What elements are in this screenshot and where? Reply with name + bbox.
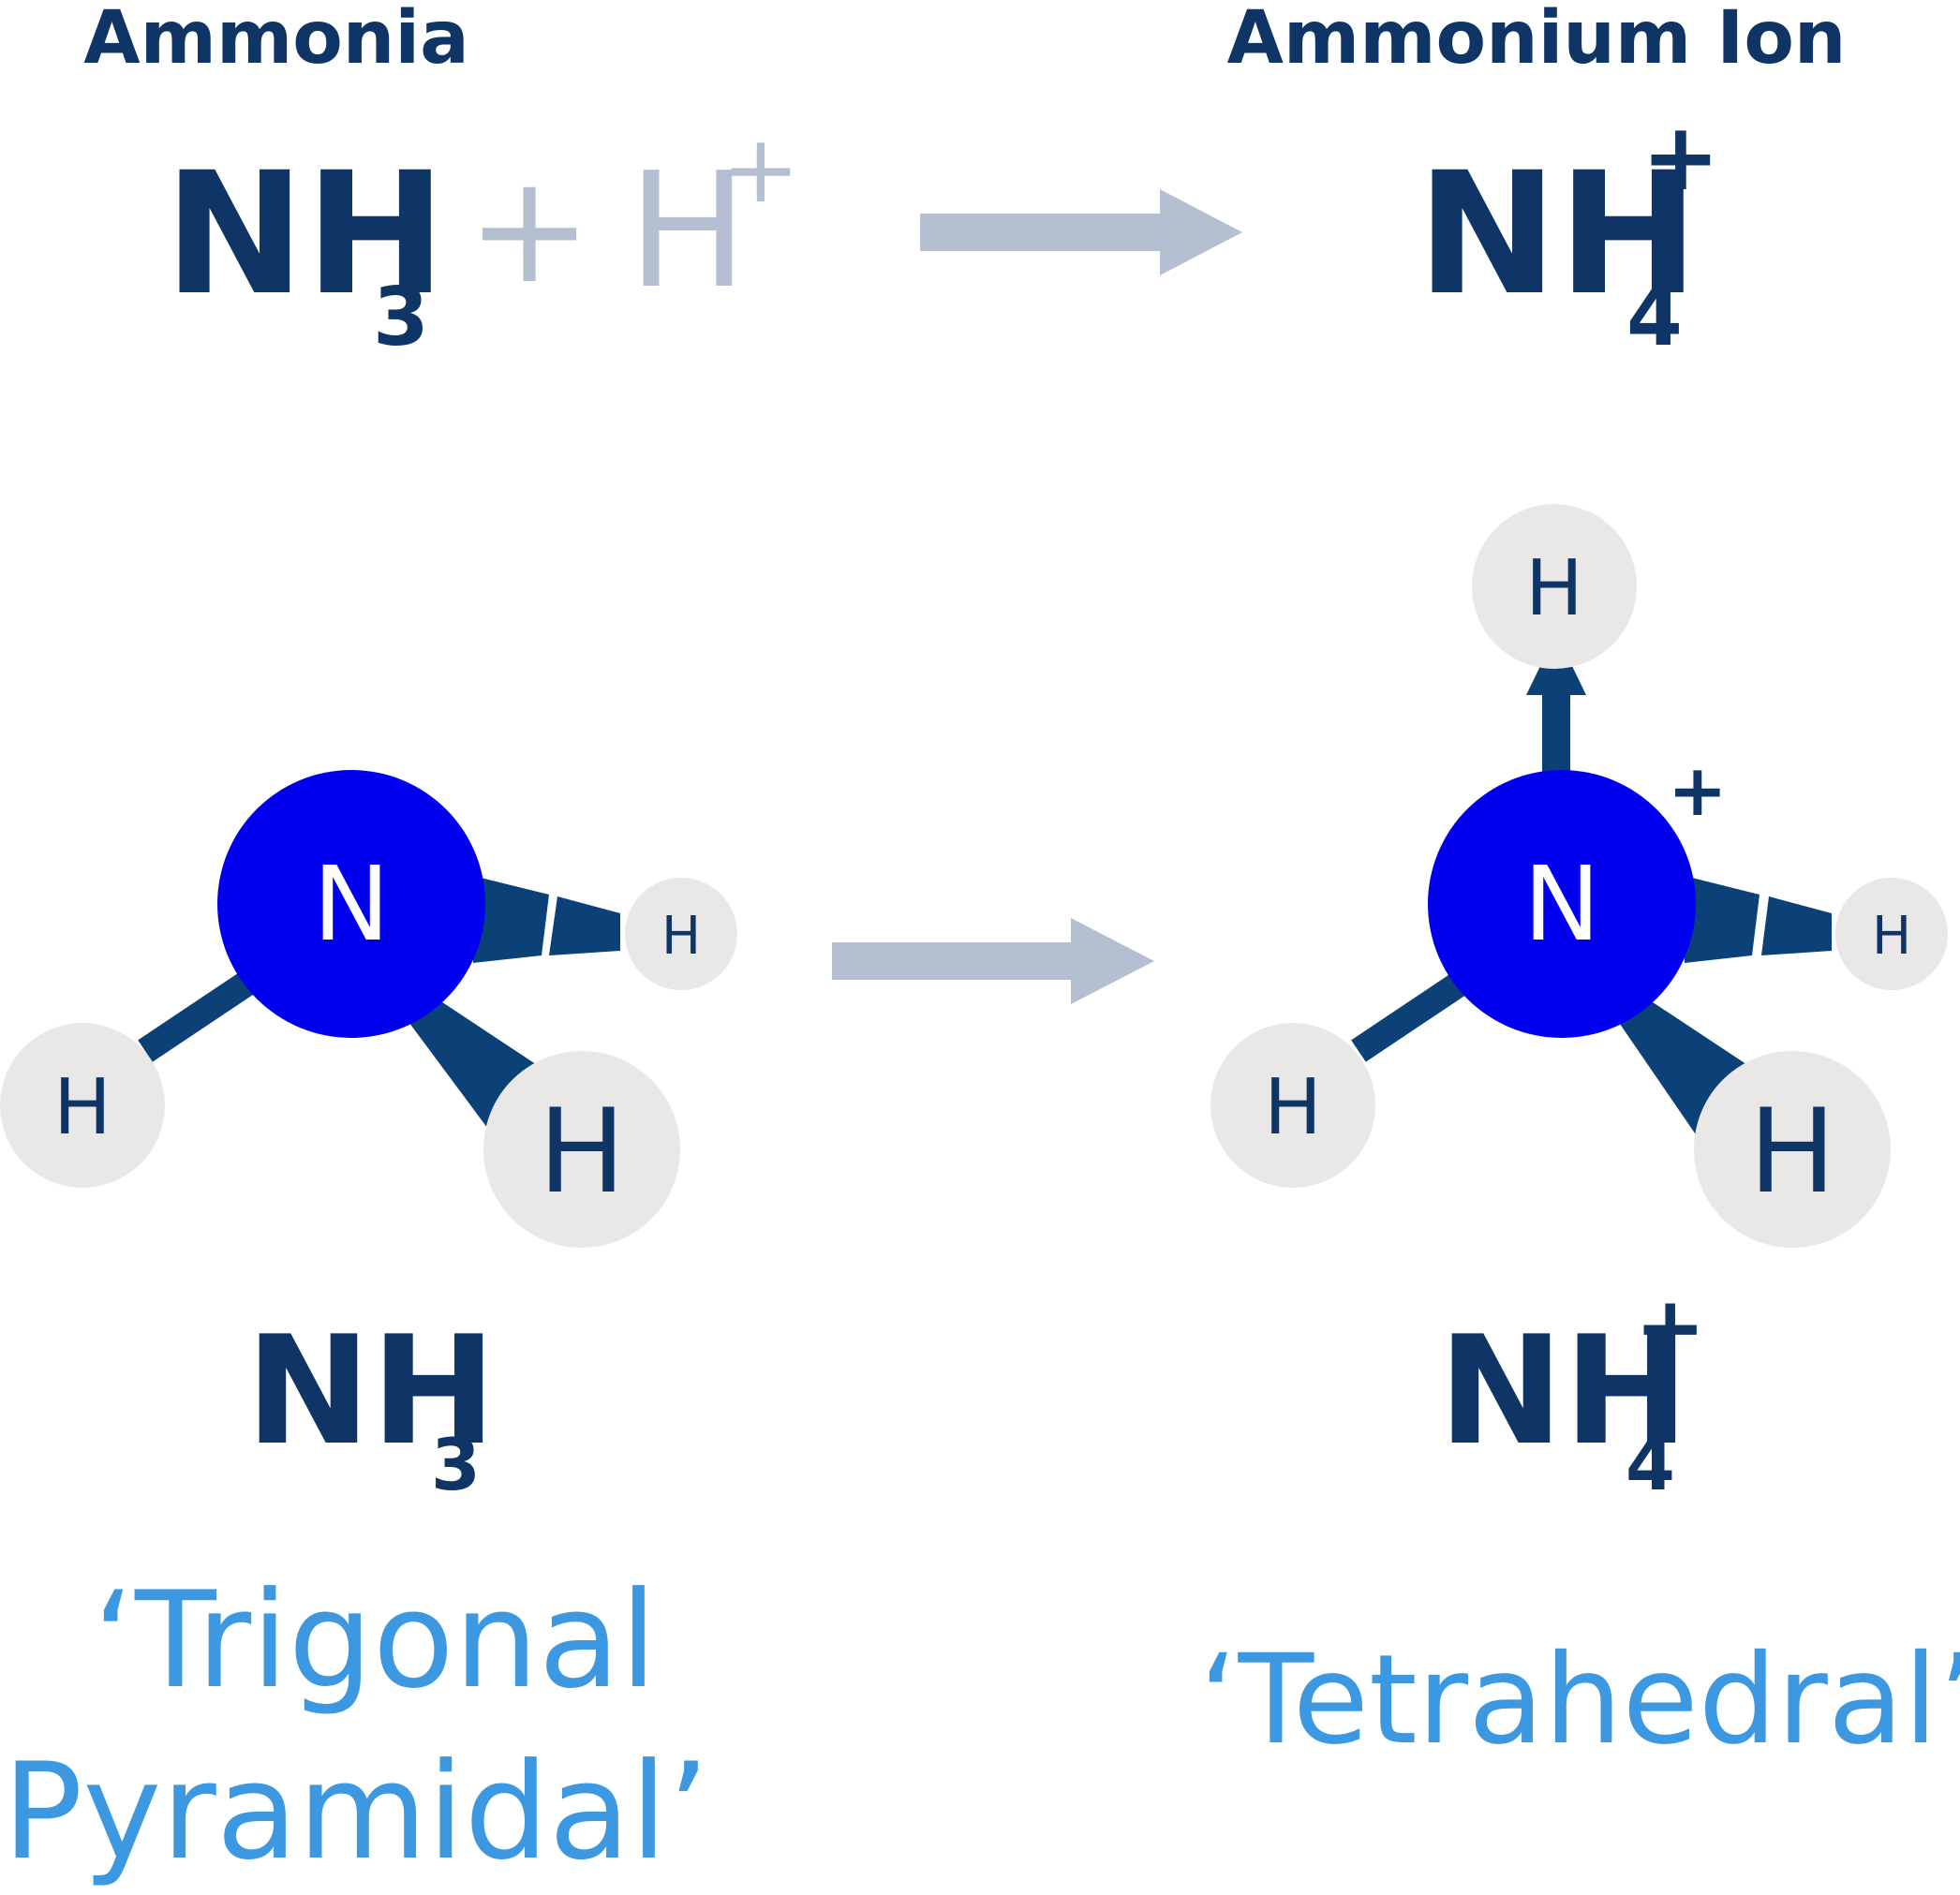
ammonia-formula-label: NH 3 bbox=[245, 1303, 497, 1506]
reaction-arrow-middle bbox=[832, 918, 1154, 1004]
svg-text:N: N bbox=[1523, 844, 1600, 964]
ammonia-h-front: H bbox=[483, 1051, 680, 1248]
ammonia-h-back: H bbox=[625, 878, 737, 990]
proton-symbol: H bbox=[628, 139, 748, 324]
equation-product: NH 4 + bbox=[1417, 102, 1720, 364]
ammonium-ion-title: Ammonium Ion bbox=[1227, 0, 1847, 81]
ammonia-h-left: H bbox=[0, 1023, 165, 1188]
ammonium-hashed-bond bbox=[1685, 876, 1832, 963]
svg-text:+: + bbox=[1635, 1279, 1705, 1377]
ammonia-shape-line1: ‘Trigonal bbox=[93, 1563, 657, 1718]
svg-text:H: H bbox=[53, 1063, 111, 1152]
plus-sign: + bbox=[467, 141, 592, 317]
ammonium-charge: + bbox=[1668, 748, 1728, 832]
proton-charge: + bbox=[721, 114, 800, 224]
svg-text:H: H bbox=[1748, 1085, 1835, 1220]
svg-text:3: 3 bbox=[431, 1423, 481, 1506]
reactant-formula: NH bbox=[164, 137, 446, 333]
ammonium-h-left: H bbox=[1210, 1023, 1375, 1188]
svg-text:NH: NH bbox=[1438, 1303, 1689, 1478]
ammonia-molecule: H H H N bbox=[0, 770, 737, 1248]
equation-reactant: NH 3 bbox=[164, 137, 446, 364]
svg-text:H: H bbox=[1525, 544, 1583, 633]
ammonium-h-back: H bbox=[1835, 878, 1948, 990]
product-formula: NH bbox=[1417, 137, 1699, 333]
ammonium-bond-top bbox=[1542, 688, 1570, 782]
product-charge: + bbox=[1641, 102, 1720, 212]
reaction-arrow-top bbox=[920, 189, 1242, 275]
equation-proton: H + bbox=[628, 114, 800, 324]
reactant-subscript: 3 bbox=[373, 271, 429, 364]
ammonium-h-top: H bbox=[1472, 504, 1637, 669]
ammonium-nitrogen-atom: N bbox=[1428, 770, 1696, 1038]
ammonia-title: Ammonia bbox=[83, 0, 468, 81]
svg-text:4: 4 bbox=[1626, 1423, 1675, 1506]
ammonium-shape-label: ‘Tetrahedral’ bbox=[1199, 1628, 1960, 1772]
svg-text:H: H bbox=[1264, 1063, 1322, 1152]
ammonium-molecule: H H H H N + bbox=[1210, 504, 1948, 1248]
svg-text:H: H bbox=[1872, 906, 1911, 967]
ammonium-formula-label: NH 4 + bbox=[1438, 1279, 1705, 1506]
svg-text:N: N bbox=[313, 844, 390, 964]
ammonia-shape-line2: Pyramidal’ bbox=[3, 1735, 710, 1889]
svg-text:H: H bbox=[538, 1085, 625, 1220]
ammonium-h-front: H bbox=[1694, 1051, 1891, 1248]
svg-text:H: H bbox=[661, 906, 701, 967]
product-subscript: 4 bbox=[1626, 271, 1683, 364]
ammonia-nitrogen-atom: N bbox=[217, 770, 485, 1038]
ammonia-hashed-bond bbox=[473, 876, 620, 963]
svg-text:NH: NH bbox=[245, 1303, 497, 1478]
